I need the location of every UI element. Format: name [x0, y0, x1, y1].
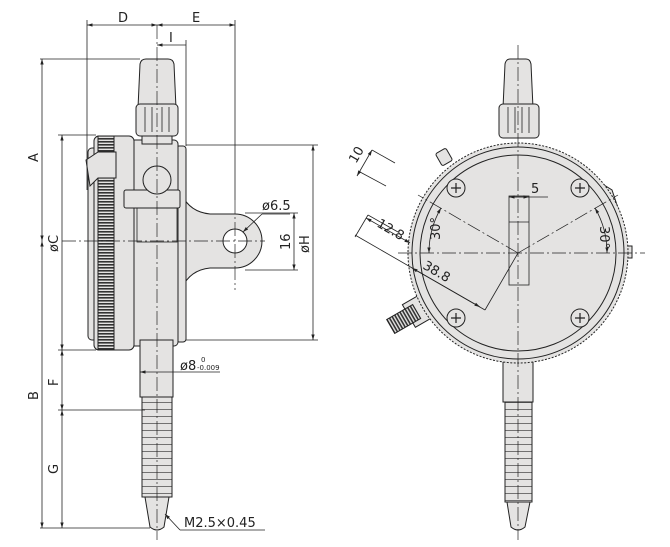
label-stem-dia: ø8 [180, 359, 196, 374]
label-thread: M2.5×0.45 [184, 516, 256, 531]
limit-button [435, 148, 453, 166]
stem [139, 339, 174, 398]
side-view: D E I A B øC F G øH 16 ø6.5 ø8 0 -0.009 … [27, 11, 318, 540]
front-view: 10 12.8 38.8 5 30° 30° [346, 45, 645, 540]
bezel-clamp [85, 151, 117, 188]
label-angle-left: 30° [429, 217, 444, 240]
bezel-knurl [97, 135, 115, 351]
label-c: øC [47, 235, 62, 252]
front-contact-point [506, 501, 531, 531]
screw-icons [446, 178, 590, 328]
front-stem-cap [502, 58, 534, 109]
label-a: A [27, 153, 42, 162]
label-g: G [47, 464, 62, 474]
label-knob-offset: 12.8 [374, 216, 407, 243]
front-spindle-thread [504, 401, 533, 503]
label-stem-tol-upper: 0 [201, 356, 205, 364]
label-f: F [47, 379, 62, 386]
label-knob-width: 10 [346, 144, 367, 166]
label-b: B [27, 391, 42, 400]
label-i: I [169, 31, 173, 46]
label-hole-dia: ø6.5 [262, 199, 291, 214]
label-d: D [118, 11, 128, 26]
mounting-lug [181, 194, 263, 289]
stem-cap [137, 58, 177, 109]
label-angle-right: 30° [596, 226, 611, 249]
label-e: E [192, 11, 200, 26]
label-16: 16 [279, 233, 294, 250]
label-h: øH [298, 235, 313, 253]
label-stem-tol-lower: -0.009 [197, 364, 220, 372]
label-slot-width: 5 [531, 182, 539, 197]
front-cap-knurl [498, 103, 540, 139]
